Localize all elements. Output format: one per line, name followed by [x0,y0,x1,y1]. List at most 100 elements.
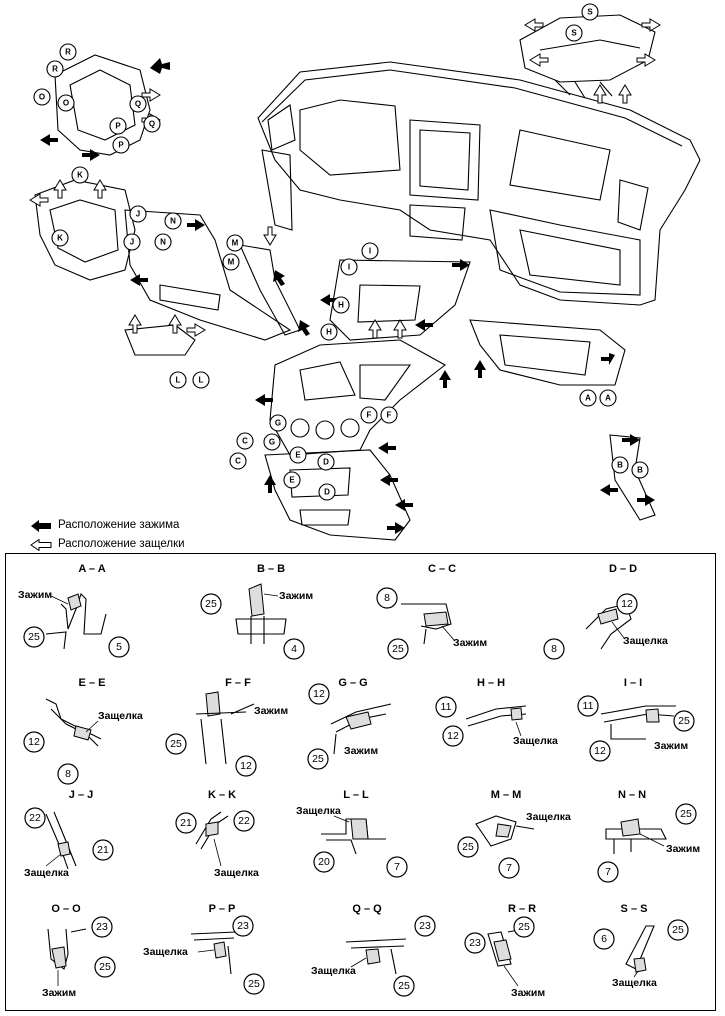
section-o-o: O – O Зажим 23 25 [42,903,116,999]
svg-text:6: 6 [601,933,607,945]
callout-e-1: E [289,446,307,464]
section-title: S – S [621,903,648,915]
callout-c-1: C [236,432,254,450]
label: Зажим [42,987,76,999]
section-s-s: S – S Защелка 6 25 [593,903,689,989]
svg-text:23: 23 [237,920,249,932]
section-title: E – E [79,677,106,689]
svg-text:O: O [63,99,69,108]
callout-d-2: D [318,483,336,501]
svg-text:7: 7 [506,862,512,874]
part-number: 25 [200,593,222,615]
svg-text:25: 25 [248,978,260,990]
part-number: 21 [175,812,197,834]
svg-text:25: 25 [678,715,690,727]
callout-q-2: Q [143,115,161,133]
svg-text:12: 12 [313,688,325,700]
section-m-m: M – M Защелка 25 7 [457,789,571,879]
part-number: 11 [577,695,599,717]
svg-text:12: 12 [240,760,252,772]
part-number: 25 [243,973,265,995]
svg-text:E: E [289,476,295,485]
svg-text:J: J [136,210,140,219]
svg-text:23: 23 [469,937,481,949]
part-number: 25 [307,748,329,770]
svg-text:25: 25 [672,924,684,936]
callout-f-1: F [360,406,378,424]
part-number: 12 [589,740,611,762]
svg-text:M: M [228,258,235,267]
svg-text:S: S [587,8,593,17]
svg-text:8: 8 [384,592,390,604]
center-stack-part [269,339,446,456]
section-l-l: L – L Защелка 20 7 [296,789,408,878]
callout-a-1: A [579,389,597,407]
svg-text:K: K [57,234,63,243]
callout-o-1: O [33,88,51,106]
legend-clip-label: Расположение зажима [58,519,180,531]
svg-text:25: 25 [462,841,474,853]
label: Защелка [214,867,259,879]
svg-text:H: H [326,328,332,337]
part-number: 8 [57,763,79,785]
label: Зажим [511,987,545,999]
part-number: 25 [675,803,697,825]
svg-text:I: I [348,263,350,272]
part-number: 12 [442,725,464,747]
svg-text:Q: Q [135,100,141,109]
section-title: D – D [609,563,637,575]
part-number: 7 [597,861,619,883]
svg-text:P: P [118,141,124,150]
callout-j-1: J [129,205,147,223]
part-number: 25 [94,956,116,978]
svg-text:F: F [387,411,392,420]
glove-box-part [469,319,626,386]
svg-text:25: 25 [28,631,40,643]
svg-text:Q: Q [149,120,155,129]
svg-text:H: H [338,301,344,310]
part-number: 12 [308,683,330,705]
svg-text:L: L [176,376,181,385]
legend-latch-label: Расположение защелки [58,538,185,550]
part-number: 25 [165,733,187,755]
svg-text:B: B [617,461,623,470]
section-title: O – O [51,903,81,915]
section-r-r: R – R Зажим 23 25 [464,903,545,999]
svg-text:7: 7 [394,861,400,873]
callout-c-2: C [229,452,247,470]
svg-text:N: N [170,217,176,226]
part-number: 25 [457,836,479,858]
svg-text:12: 12 [28,736,40,748]
section-title: M – M [491,789,522,801]
svg-text:G: G [275,419,281,428]
section-title: A – A [78,563,105,575]
label: Зажим [666,843,700,855]
part-number: 4 [283,638,305,660]
label: Защелка [513,735,558,747]
svg-text:I: I [369,247,371,256]
section-details: A – A Зажим 25 5 B – B Зажим 25 4 [18,563,700,999]
callout-n-2: N [154,233,172,251]
part-number: 5 [108,636,130,658]
section-a-a: A – A Зажим 25 5 [18,563,130,658]
callout-i-1: I [361,242,379,260]
part-number: 22 [233,810,255,832]
section-title: Q – Q [352,903,382,915]
section-title: C – C [428,563,456,575]
svg-text:R: R [65,48,71,57]
svg-text:J: J [130,238,134,247]
callout-d-1: D [317,453,335,471]
latch-arrows [29,18,661,339]
svg-text:8: 8 [65,768,71,780]
svg-text:21: 21 [97,844,109,856]
section-h-h: H – H Защелка 11 12 [435,677,558,747]
section-n-n: N – N Зажим 25 7 [597,789,700,883]
svg-text:S: S [571,29,577,38]
svg-text:D: D [324,488,330,497]
callout-h-2: H [320,323,338,341]
part-number: 22 [24,807,46,829]
part-number: 21 [92,839,114,861]
part-number: 25 [513,916,535,938]
svg-text:R: R [52,65,58,74]
svg-text:N: N [160,238,166,247]
